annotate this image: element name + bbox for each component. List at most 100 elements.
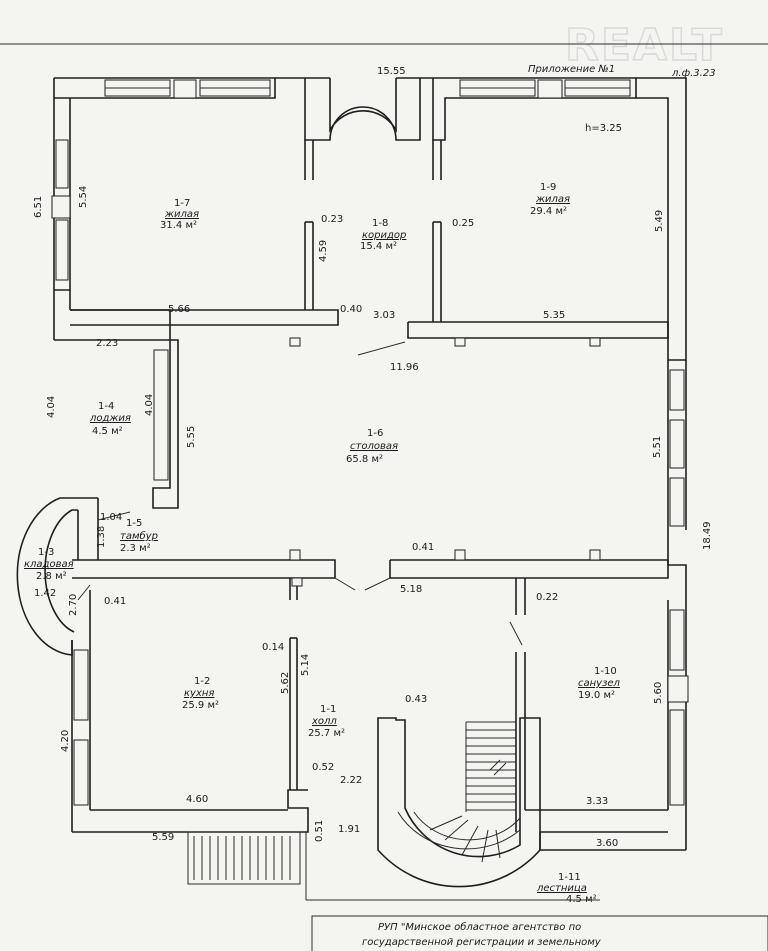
interior-walls <box>70 140 669 832</box>
svg-text:65.8 м²: 65.8 м² <box>346 454 383 465</box>
svg-text:тамбур: тамбур <box>120 530 158 542</box>
svg-text:1-9: 1-9 <box>540 182 556 193</box>
svg-text:2.23: 2.23 <box>96 338 118 349</box>
room-1-8: 1-8 коридор 15.4 м² <box>360 218 406 252</box>
room-1-11: 1-11 лестница 4.5 м² <box>536 872 597 905</box>
svg-text:0.22: 0.22 <box>536 592 558 603</box>
svg-text:кладовая: кладовая <box>24 559 74 570</box>
svg-text:жилая: жилая <box>535 194 570 205</box>
svg-text:4.59: 4.59 <box>318 240 329 262</box>
svg-text:1-4: 1-4 <box>98 401 114 412</box>
svg-text:столовая: столовая <box>350 441 398 452</box>
svg-text:4.5 м²: 4.5 м² <box>92 426 123 437</box>
room-1-5: 1-5 тамбур 2.3 м² <box>120 518 158 554</box>
svg-text:25.9 м²: 25.9 м² <box>182 700 219 711</box>
svg-text:5.66: 5.66 <box>168 304 190 315</box>
svg-text:лоджия: лоджия <box>89 413 131 424</box>
svg-text:кухня: кухня <box>184 688 214 699</box>
svg-text:18.49: 18.49 <box>702 521 713 550</box>
svg-text:лестница: лестница <box>536 883 587 894</box>
svg-text:1-10: 1-10 <box>594 666 617 677</box>
room-1-2: 1-2 кухня 25.9 м² <box>182 676 219 711</box>
svg-text:2.22: 2.22 <box>340 775 362 786</box>
svg-text:1.04: 1.04 <box>100 512 122 523</box>
ceiling-height: h=3.25 <box>585 123 622 134</box>
svg-text:25.7 м²: 25.7 м² <box>308 728 345 739</box>
svg-text:0.51: 0.51 <box>314 820 325 842</box>
svg-text:1.38: 1.38 <box>96 526 107 548</box>
room-1-7: 1-7 жилая 31.4 м² <box>160 198 199 231</box>
svg-text:0.52: 0.52 <box>312 762 334 773</box>
svg-text:0.40: 0.40 <box>340 304 362 315</box>
svg-text:2.8 м²: 2.8 м² <box>36 571 67 582</box>
svg-text:1-8: 1-8 <box>372 218 388 229</box>
stair-treads <box>429 721 516 863</box>
windows <box>51 79 689 806</box>
svg-text:15.4 м²: 15.4 м² <box>360 241 397 252</box>
svg-text:29.4 м²: 29.4 м² <box>530 206 567 217</box>
dimension-labels: 15.55 6.51 5.54 0.23 4.59 0.25 5.49 5.66… <box>33 66 713 849</box>
svg-text:0.14: 0.14 <box>262 642 284 653</box>
svg-text:1.91: 1.91 <box>338 824 360 835</box>
svg-text:5.18: 5.18 <box>400 584 422 595</box>
staircase <box>377 717 541 888</box>
svg-text:2.3 м²: 2.3 м² <box>120 543 151 554</box>
pantry-curve <box>16 497 131 656</box>
svg-text:31.4 м²: 31.4 м² <box>160 220 197 231</box>
svg-text:4.60: 4.60 <box>186 794 208 805</box>
svg-text:холл: холл <box>311 716 337 727</box>
svg-text:5.49: 5.49 <box>654 210 665 232</box>
room-labels: 1-7 жилая 31.4 м² 1-8 коридор 15.4 м² 1-… <box>24 123 622 905</box>
svg-text:1-6: 1-6 <box>367 428 383 439</box>
svg-text:5.60: 5.60 <box>653 682 664 704</box>
svg-text:0.43: 0.43 <box>405 694 427 705</box>
room-1-9: 1-9 жилая 29.4 м² <box>530 182 570 217</box>
stamp-block: РУП "Минское областное агентство по госу… <box>311 915 768 951</box>
svg-text:5.62: 5.62 <box>280 672 291 694</box>
room-1-6: 1-6 столовая 65.8 м² <box>346 428 398 465</box>
svg-text:5.51: 5.51 <box>652 436 663 458</box>
svg-text:коридор: коридор <box>362 230 406 241</box>
svg-text:6.51: 6.51 <box>33 196 44 218</box>
appendix-label: Приложение №1 <box>528 64 615 75</box>
stamp-line-1: РУП "Минское областное агентство по <box>378 921 581 933</box>
svg-text:жилая: жилая <box>164 209 199 220</box>
stamp-line-2: государственной регистрации и земельному <box>362 937 602 948</box>
room-1-10: 1-10 санузел 19.0 м² <box>578 666 621 701</box>
svg-text:0.25: 0.25 <box>452 218 474 229</box>
svg-text:1-2: 1-2 <box>194 676 210 687</box>
svg-text:0.41: 0.41 <box>412 542 434 553</box>
svg-text:1.42: 1.42 <box>34 588 56 599</box>
svg-text:2.70: 2.70 <box>68 594 79 616</box>
svg-text:1-11: 1-11 <box>558 872 581 883</box>
room-1-1: 1-1 холл 25.7 м² <box>308 704 345 739</box>
svg-text:5.14: 5.14 <box>300 654 311 676</box>
svg-text:1-1: 1-1 <box>320 704 336 715</box>
room-1-4: 1-4 лоджия 4.5 м² <box>89 401 131 437</box>
svg-text:11.96: 11.96 <box>390 362 419 373</box>
svg-text:5.35: 5.35 <box>543 310 565 321</box>
svg-text:4.04: 4.04 <box>46 396 57 418</box>
svg-text:5.55: 5.55 <box>186 426 197 448</box>
svg-text:0.23: 0.23 <box>321 214 343 225</box>
entrance-steps <box>187 831 600 901</box>
svg-text:5.54: 5.54 <box>78 186 89 208</box>
svg-text:5.59: 5.59 <box>152 832 174 843</box>
sheet-label: л.ф.3.23 <box>671 68 716 79</box>
watermark: REALT <box>565 20 724 71</box>
svg-text:санузел: санузел <box>578 678 621 689</box>
exterior-walls <box>53 77 687 851</box>
room-1-3: 1-3 кладовая 2.8 м² <box>24 547 74 582</box>
svg-text:4.5 м²: 4.5 м² <box>566 894 597 905</box>
svg-text:3.03: 3.03 <box>373 310 395 321</box>
svg-text:19.0 м²: 19.0 м² <box>578 690 615 701</box>
svg-text:3.33: 3.33 <box>586 796 608 807</box>
svg-text:0.41: 0.41 <box>104 596 126 607</box>
svg-text:3.60: 3.60 <box>596 838 618 849</box>
svg-text:4.04: 4.04 <box>144 394 155 416</box>
svg-text:15.55: 15.55 <box>377 66 406 77</box>
svg-text:1-5: 1-5 <box>126 518 142 529</box>
svg-text:4.20: 4.20 <box>60 730 71 752</box>
svg-text:1-7: 1-7 <box>174 198 190 209</box>
